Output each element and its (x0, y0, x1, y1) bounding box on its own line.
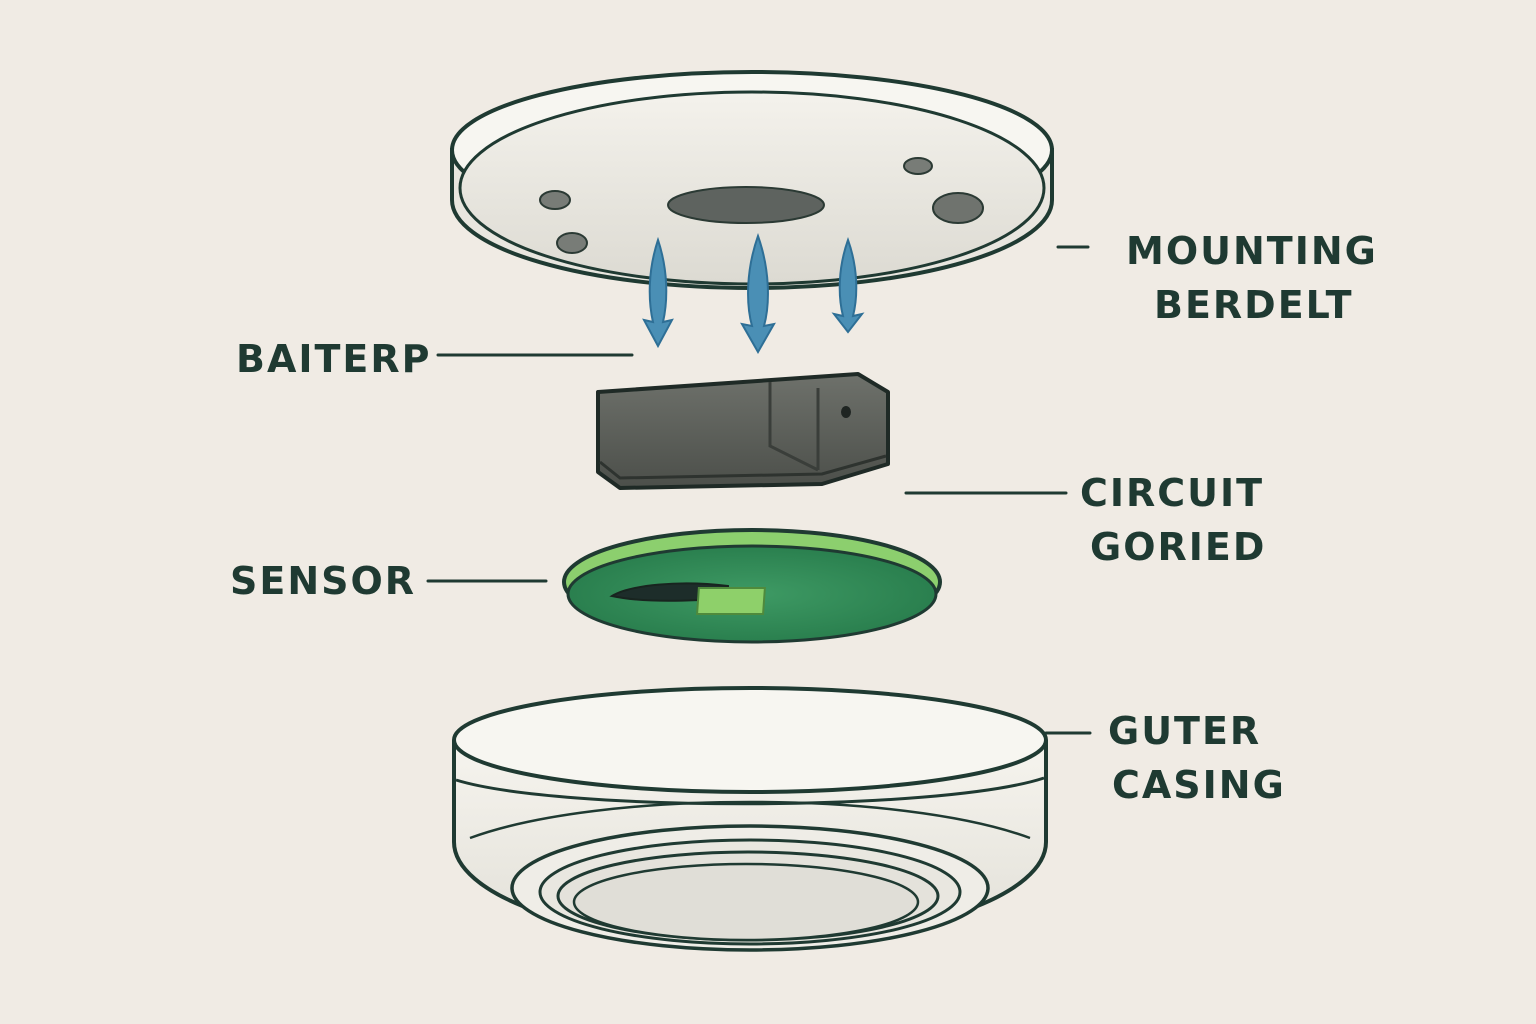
label-sensor: SENSOR (230, 554, 416, 608)
arrow-down-icon (831, 237, 865, 334)
label-mounting-line1: MOUNTING (1126, 229, 1378, 273)
label-battery: BAITERP (236, 332, 432, 386)
battery-drawing (596, 372, 890, 490)
circuit-board-drawing (562, 528, 942, 644)
screw-hole (556, 232, 588, 254)
label-circuit-board: CIRCUIT GORIED (1080, 466, 1266, 574)
mounting-bracket-drawing (450, 70, 1054, 290)
screw-hole (903, 157, 933, 175)
label-battery-text: BAITERP (236, 337, 432, 381)
leader-lines (426, 245, 1092, 735)
label-circuit-line1: CIRCUIT (1080, 471, 1265, 515)
label-mounting-line2: BERDELT (1154, 283, 1354, 327)
screw-hole (932, 192, 984, 224)
arrow-group (642, 232, 865, 355)
outer-casing-drawing (452, 686, 1048, 952)
arrow-down-icon (642, 236, 674, 349)
label-mounting-bracket: MOUNTING BERDELT (1126, 224, 1378, 332)
label-casing-line1: GUTER (1108, 709, 1262, 753)
screw-hole (539, 190, 571, 210)
arrow-down-icon (740, 232, 776, 355)
label-casing-line2: CASING (1112, 763, 1286, 807)
label-circuit-line2: GORIED (1090, 525, 1267, 569)
center-hole (667, 186, 825, 224)
label-sensor-text: SENSOR (230, 559, 417, 603)
label-outer-casing: GUTER CASING (1108, 704, 1286, 812)
chip (695, 587, 766, 615)
